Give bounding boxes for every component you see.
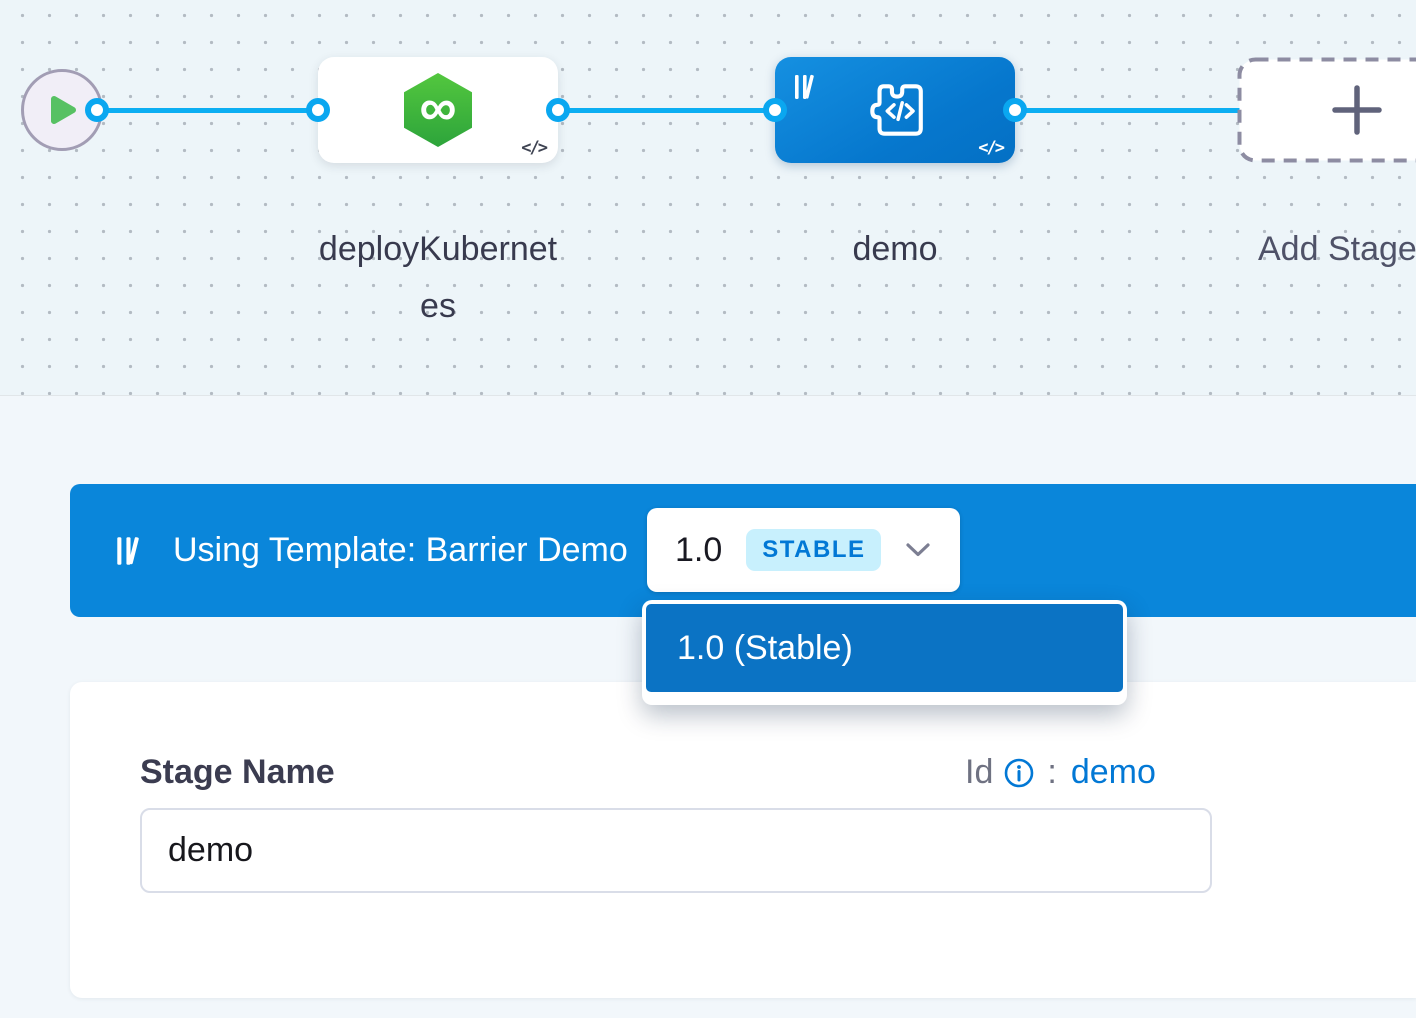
pipeline-canvas[interactable]: ∞ </> </> deployKuber (0, 0, 1416, 396)
stage-label-demo: demo (852, 230, 938, 268)
id-colon: : (1047, 753, 1057, 791)
stage-name-label: Stage Name (140, 753, 335, 791)
port-demo-out[interactable] (1003, 98, 1027, 122)
id-label: Id (965, 753, 994, 791)
deployment-infinity-icon: ∞ (404, 73, 472, 147)
template-version-number: 1.0 (675, 530, 723, 569)
edge-start-to-deploy (97, 108, 318, 113)
code-view-icon[interactable]: </> (978, 138, 1005, 158)
stage-id-row: Id : demo (965, 753, 1156, 792)
edge-demo-to-add-stage (1015, 108, 1241, 113)
plus-icon (1332, 85, 1382, 135)
version-dropdown-menu: 1.0 (Stable) (642, 600, 1127, 705)
stage-label-deploykubernetes: deployKubernetes (318, 230, 558, 325)
chevron-down-icon (905, 542, 931, 558)
port-deploy-out[interactable] (546, 98, 570, 122)
add-stage-dashed-box (1237, 57, 1416, 163)
template-banner-text: Using Template: Barrier Demo (173, 531, 628, 569)
stage-node-demo[interactable]: </> (775, 57, 1015, 163)
port-deploy-in[interactable] (306, 98, 330, 122)
template-library-icon (795, 74, 814, 99)
add-stage-button[interactable] (1237, 57, 1416, 163)
template-code-icon (870, 84, 923, 136)
info-icon[interactable] (1003, 757, 1035, 789)
stage-node-deploykubernetes[interactable]: ∞ </> (318, 57, 558, 163)
add-stage-label: Add Stage (1258, 230, 1416, 268)
code-view-icon[interactable]: </> (521, 138, 548, 158)
edge-deploy-to-demo (558, 108, 775, 113)
stage-id-value: demo (1070, 753, 1156, 791)
port-start-out[interactable] (85, 98, 109, 122)
stable-badge: STABLE (746, 529, 882, 571)
template-version-selector[interactable]: 1.0 STABLE (647, 508, 960, 592)
stage-name-input[interactable] (140, 808, 1212, 893)
play-icon (51, 96, 76, 124)
port-demo-in[interactable] (763, 98, 787, 122)
version-dropdown-item-stable[interactable]: 1.0 (Stable) (646, 604, 1123, 692)
template-library-icon (117, 536, 139, 565)
